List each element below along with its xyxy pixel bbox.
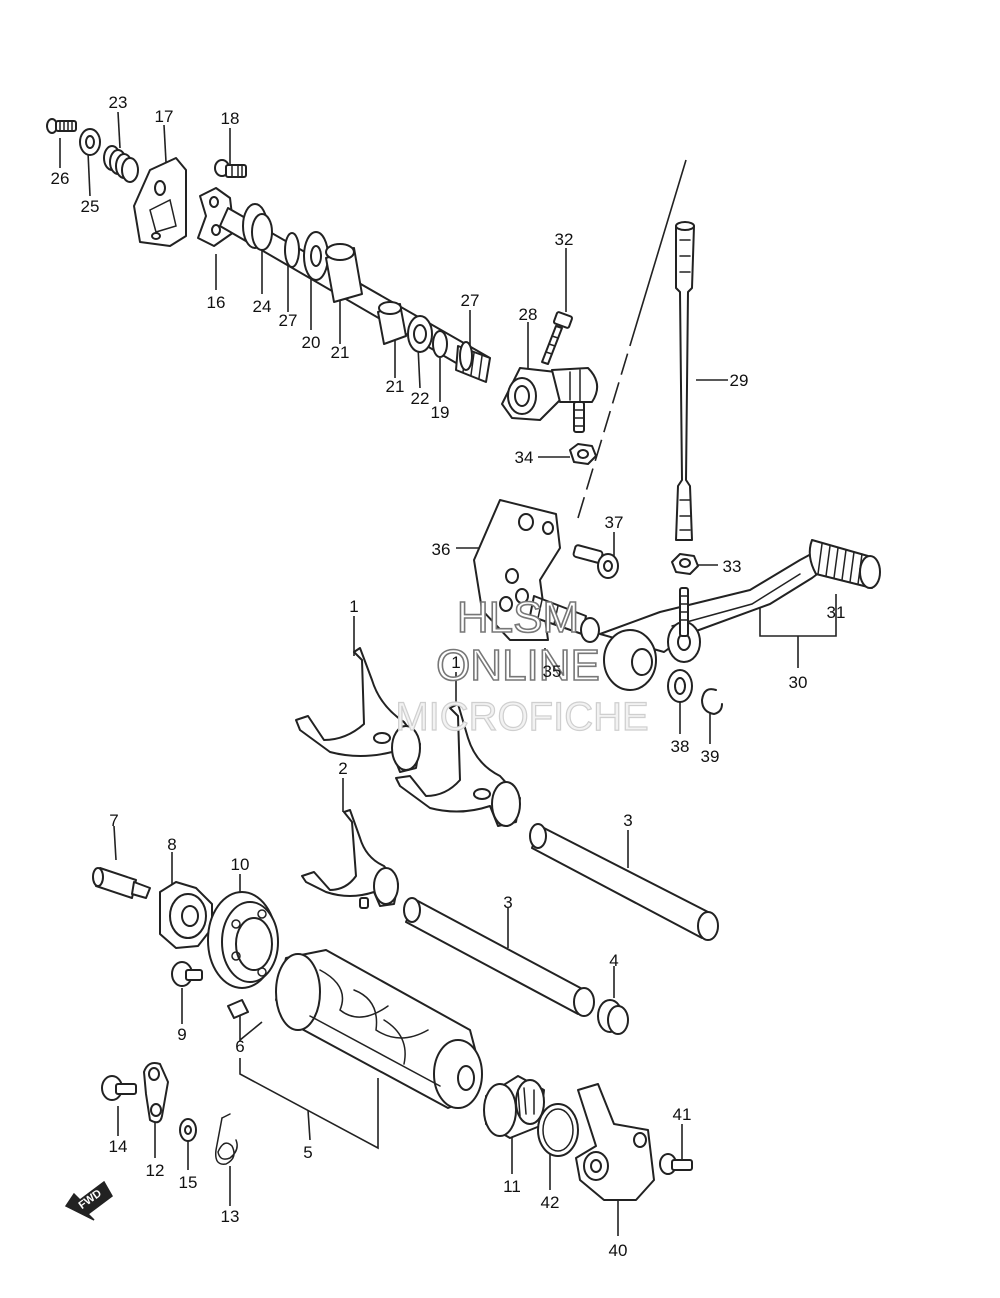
callout-label: 3 [623, 811, 632, 830]
watermark: HLSM ONLINE MICROFICHE [395, 592, 650, 739]
callout-labels: 1 1 2 3 3 4 5 6 7 8 9 10 11 12 13 14 15 … [51, 93, 846, 1260]
callout-label: 22 [411, 389, 430, 408]
callout-label: 23 [109, 93, 128, 112]
callout-label: 26 [51, 169, 70, 188]
callout-label: 21 [331, 343, 350, 362]
plug-4 [597, 999, 629, 1035]
callout-label: 8 [167, 835, 176, 854]
callout-label: 34 [515, 448, 534, 467]
nut-33 [671, 553, 699, 575]
callout-label: 21 [386, 377, 405, 396]
circlip-39 [701, 688, 723, 715]
callout-label: 35 [543, 662, 562, 681]
callout-label: 16 [207, 293, 226, 312]
leader-lines [59, 111, 837, 1236]
cover-40 [575, 1083, 655, 1201]
bolt-37 [572, 544, 619, 579]
callout-label: 1 [451, 653, 460, 672]
pin-6 [227, 999, 249, 1019]
callout-label: 38 [671, 737, 690, 756]
bolt-41 [659, 1153, 693, 1175]
callout-label: 27 [461, 291, 480, 310]
callout-label: 14 [109, 1137, 128, 1156]
rubber-31 [808, 539, 881, 589]
callout-label: 1 [349, 597, 358, 616]
callout-label: 18 [221, 109, 240, 128]
callout-label: 37 [605, 513, 624, 532]
watermark-line-1: HLSM [457, 593, 579, 642]
callout-label: 40 [609, 1241, 628, 1260]
callout-label: 12 [146, 1161, 165, 1180]
nut-34 [569, 443, 597, 465]
callout-label: 4 [609, 951, 618, 970]
callout-label: 6 [235, 1037, 244, 1056]
plate-17 [133, 157, 187, 247]
rod-29 [675, 221, 695, 541]
bolt-32 [541, 311, 574, 365]
spring-13 [214, 1113, 238, 1165]
callout-label: 41 [673, 1105, 692, 1124]
callout-label: 9 [177, 1025, 186, 1044]
callout-label: 30 [789, 673, 808, 692]
callout-label: 19 [431, 403, 450, 422]
bolt-9 [171, 961, 203, 987]
callout-label: 3 [503, 893, 512, 912]
arm-16 [197, 187, 235, 247]
callout-label: 13 [221, 1207, 240, 1226]
bolt-35 [529, 595, 600, 643]
shift-fork-1a [295, 647, 421, 773]
callout-label: 36 [432, 540, 451, 559]
shift-drum-5 [275, 949, 483, 1109]
callout-label: 7 [109, 811, 118, 830]
washer-25 [79, 128, 101, 156]
callout-label: 33 [723, 557, 742, 576]
shift-fork-2 [301, 809, 399, 909]
fwd-arrow-icon: FWD [64, 1180, 113, 1221]
watermark-line-3: MICROFICHE [395, 695, 648, 739]
bolt-18 [214, 159, 247, 178]
callout-label: 32 [555, 230, 574, 249]
callout-label: 20 [302, 333, 321, 352]
gearshift-shaft-assembly [46, 118, 491, 383]
fork-shaft-3b [403, 897, 595, 1017]
callout-label: 31 [827, 603, 846, 622]
pin-7 [92, 867, 151, 899]
bearing-10 [207, 891, 279, 989]
shaft [219, 203, 491, 383]
bolt-14 [101, 1075, 137, 1101]
washer-15 [179, 1118, 197, 1142]
washer-38 [667, 669, 693, 703]
bolt-26 [46, 118, 77, 134]
callout-label: 25 [81, 197, 100, 216]
callout-label: 15 [179, 1173, 198, 1192]
fork-shaft-3a [529, 823, 719, 941]
callout-label: 2 [338, 759, 347, 778]
bearing-11 [483, 1075, 545, 1139]
callout-label: 11 [503, 1177, 521, 1196]
stopper-8 [159, 881, 213, 949]
spring-23 [103, 145, 139, 183]
callout-label: 29 [730, 371, 749, 390]
shift-fork-1b [395, 703, 521, 827]
callout-label: 39 [701, 747, 720, 766]
o-ring-42 [537, 1103, 579, 1157]
plate-12 [143, 1062, 169, 1124]
callout-label: 10 [231, 855, 250, 874]
callout-label: 28 [519, 305, 538, 324]
pedal-30 [599, 545, 837, 691]
clamp-28 [501, 367, 599, 433]
callout-label: 5 [303, 1143, 312, 1162]
callout-label: 24 [253, 297, 272, 316]
watermark-line-2: ONLINE [436, 641, 600, 690]
callout-label: 17 [155, 107, 174, 126]
callout-label: 27 [279, 311, 298, 330]
callout-label: 42 [541, 1193, 560, 1212]
